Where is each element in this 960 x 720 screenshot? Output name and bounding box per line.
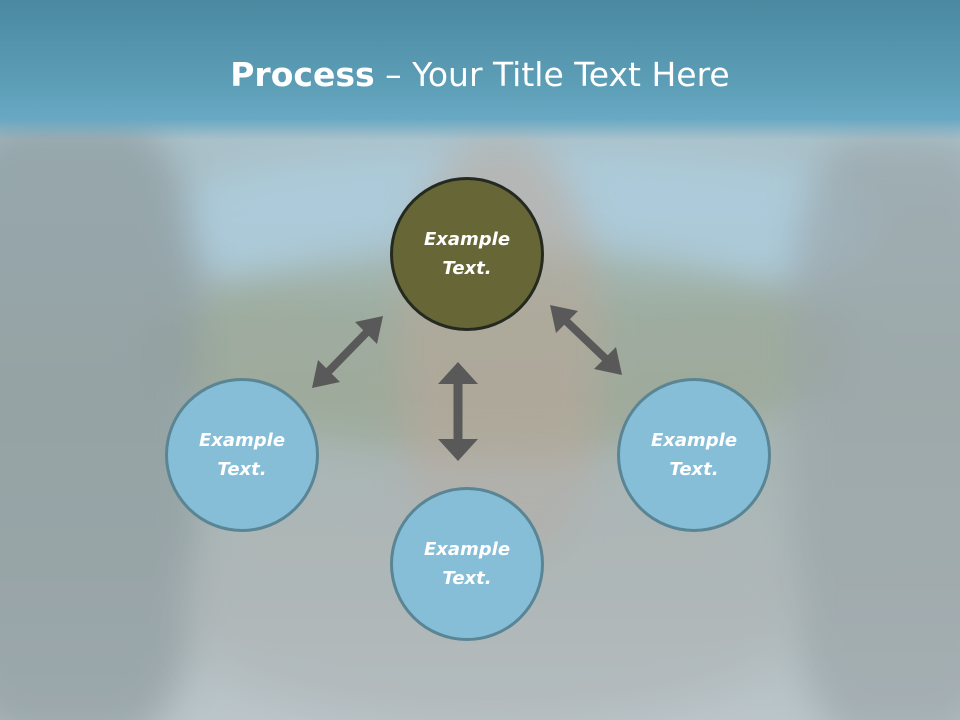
process-node-top-line2: Text.: [442, 258, 492, 279]
process-node-right-label: Example Text.: [634, 426, 754, 484]
process-node-bottom-line1: Example: [423, 539, 511, 560]
title-bar: [0, 0, 960, 140]
process-node-right[interactable]: Example Text.: [617, 378, 771, 532]
process-node-top-line1: Example: [423, 229, 511, 250]
double-arrow-right[interactable]: [550, 305, 622, 375]
process-node-right-line1: Example: [650, 430, 738, 451]
process-node-bottom-line2: Text.: [442, 568, 492, 589]
double-arrow-left[interactable]: [312, 316, 383, 388]
process-node-bottom[interactable]: Example Text.: [390, 487, 544, 641]
double-arrow-vertical[interactable]: [438, 362, 478, 461]
title-rest: – Your Title Text Here: [374, 55, 730, 94]
process-node-left-label: Example Text.: [182, 426, 302, 484]
process-node-left-line1: Example: [198, 430, 286, 451]
title-strong: Process: [230, 55, 375, 94]
process-node-top-label: Example Text.: [407, 225, 527, 283]
slide-title[interactable]: Process – Your Title Text Here: [0, 50, 960, 100]
background-photo-right-figure: [790, 140, 960, 720]
process-node-right-line2: Text.: [669, 459, 719, 480]
background-photo-left-figure: [0, 120, 200, 720]
process-node-bottom-label: Example Text.: [407, 535, 527, 593]
process-node-left-line2: Text.: [217, 459, 267, 480]
process-node-top[interactable]: Example Text.: [390, 177, 544, 331]
process-node-left[interactable]: Example Text.: [165, 378, 319, 532]
